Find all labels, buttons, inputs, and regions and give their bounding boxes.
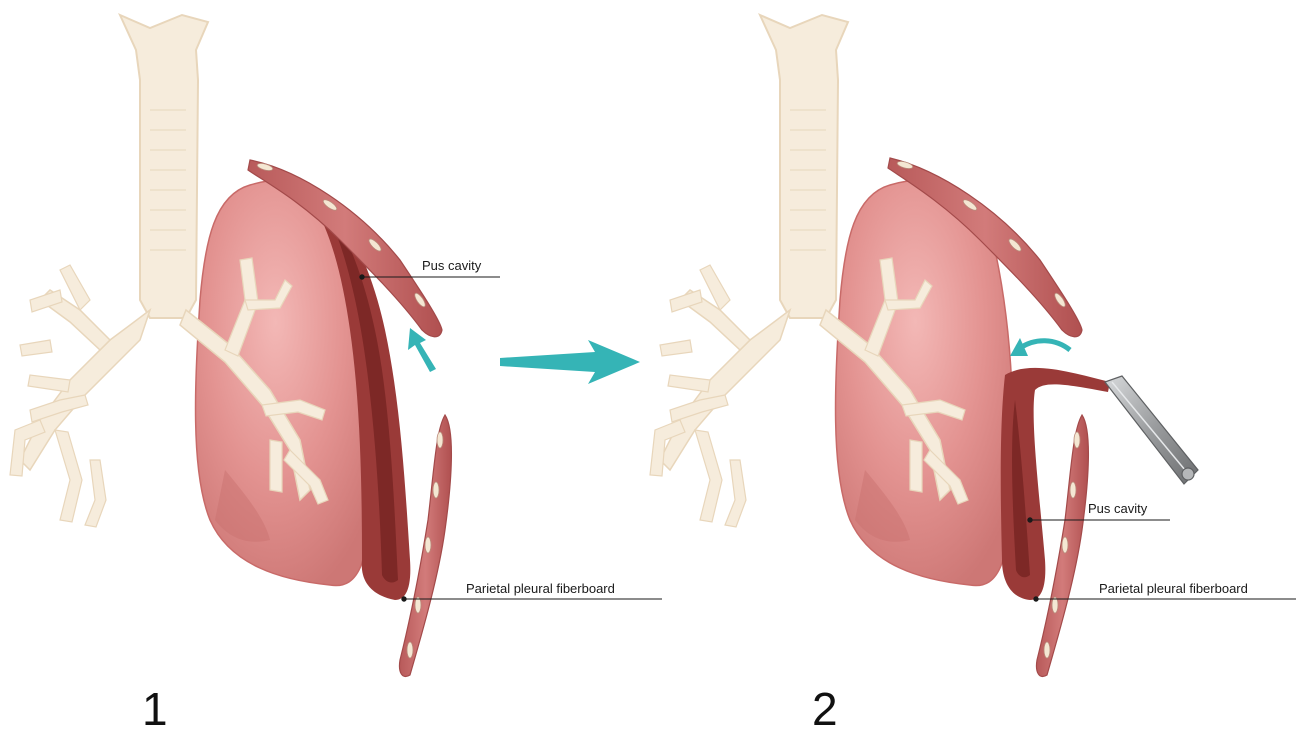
label-fiberboard-2: Parietal pleural fiberboard: [1099, 581, 1248, 596]
forceps: [1105, 376, 1198, 484]
trachea: [120, 15, 208, 318]
label-pus-cavity-1: Pus cavity: [422, 258, 482, 273]
bronchial-tree: [10, 15, 208, 527]
panel-number-2: 2: [812, 683, 838, 733]
label-pus-cavity-2: Pus cavity: [1088, 501, 1148, 516]
peel-arrow-2: [1010, 338, 1070, 356]
label-fiberboard-1: Parietal pleural fiberboard: [466, 581, 615, 596]
panel-2: Pus cavity Parietal pleural fiberboard 2: [650, 15, 1296, 733]
transition-arrow: [500, 340, 640, 384]
bronchial-tree-2: [650, 15, 848, 527]
panel-number-1: 1: [142, 683, 168, 733]
panel-1: Pus cavity Parietal pleural fiberboard 1: [10, 15, 662, 733]
